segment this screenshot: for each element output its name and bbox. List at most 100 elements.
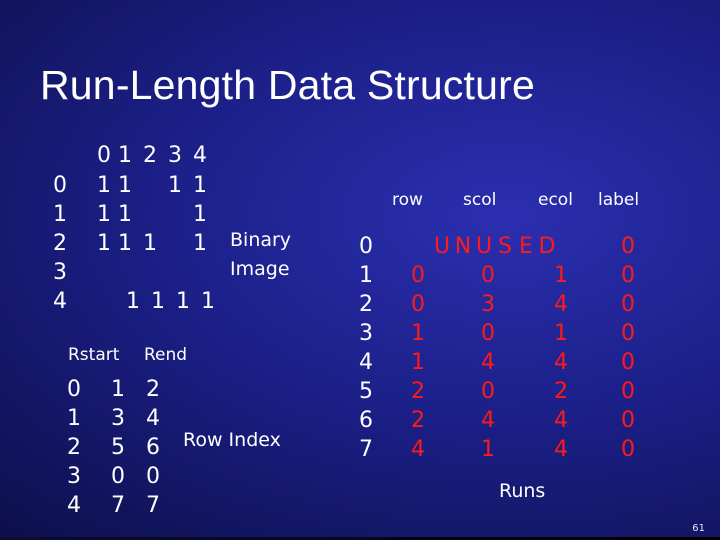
runs-label-value: 0 <box>621 408 635 433</box>
runs-index: 6 <box>359 408 373 433</box>
grid-cell: 1 <box>201 289 215 314</box>
runs-scol-value: 0 <box>481 379 495 404</box>
rend-value: 2 <box>146 377 160 402</box>
grid-col-header: 1 <box>118 143 132 168</box>
binary-image-label-line1: Binary <box>230 229 292 251</box>
unused-letter: D <box>538 234 556 259</box>
row-index-label: Row Index <box>183 429 281 451</box>
rstart-value: 7 <box>111 493 125 518</box>
rstart-value: 0 <box>111 464 125 489</box>
runs-ecol-value: 4 <box>554 350 568 375</box>
grid-cell: 1 <box>126 289 140 314</box>
grid-cell: 1 <box>176 289 190 314</box>
grid-row-header: 3 <box>53 260 67 285</box>
runs-index: 3 <box>359 321 373 346</box>
runs-scol-value: 0 <box>481 321 495 346</box>
runs-label-value: 0 <box>621 437 635 462</box>
runs-row-value: 2 <box>411 408 425 433</box>
runs-scol-value: 4 <box>481 408 495 433</box>
grid-cell: 1 <box>151 289 165 314</box>
grid-cell: 1 <box>193 173 207 198</box>
grid-cell: 1 <box>118 202 132 227</box>
unused-letter: U <box>433 234 451 259</box>
runs-scol-value: 1 <box>481 437 495 462</box>
rend-value: 4 <box>146 406 160 431</box>
unused-letter: N <box>454 234 472 259</box>
runs-ecol-value: 4 <box>554 408 568 433</box>
runs-index: 5 <box>359 379 373 404</box>
binary-image-label-line2: Image <box>230 258 290 280</box>
grid-row-header: 2 <box>53 231 67 256</box>
runs-label-value: 0 <box>621 350 635 375</box>
rstart-value: 1 <box>111 377 125 402</box>
runs-row-value: 0 <box>411 263 425 288</box>
runs-ecol-value: 1 <box>554 263 568 288</box>
runs-index: 0 <box>359 234 373 259</box>
grid-cell: 1 <box>97 231 111 256</box>
runs-ecol-value: 1 <box>554 321 568 346</box>
unused-letter: U <box>475 234 493 259</box>
rend-header: Rend <box>144 345 188 365</box>
grid-row-header: 4 <box>53 289 67 314</box>
runs-ecol-value: 2 <box>554 379 568 404</box>
grid-col-header: 0 <box>97 143 111 168</box>
rend-value: 7 <box>146 493 160 518</box>
runs-label-value: 0 <box>621 379 635 404</box>
rstart-header: Rstart <box>68 345 120 365</box>
rend-value: 0 <box>146 464 160 489</box>
grid-row-header: 0 <box>53 173 67 198</box>
runs-index: 7 <box>359 437 373 462</box>
runs-row-value: 1 <box>411 350 425 375</box>
grid-col-header: 2 <box>143 143 157 168</box>
runs-row-value: 1 <box>411 321 425 346</box>
grid-cell: 1 <box>193 202 207 227</box>
footer-line <box>0 537 720 540</box>
runs-header-row: row <box>392 190 423 210</box>
runs-ecol-value: 4 <box>554 292 568 317</box>
binary-image-label: Binary Image <box>230 226 291 284</box>
grid-row-header: 1 <box>53 202 67 227</box>
runs-ecol-value: 4 <box>554 437 568 462</box>
runs-scol-value: 3 <box>481 292 495 317</box>
grid-cell: 1 <box>97 173 111 198</box>
row-index-number: 2 <box>67 435 81 460</box>
runs-label-value: 0 <box>621 321 635 346</box>
grid-cell: 1 <box>168 173 182 198</box>
rstart-value: 3 <box>111 406 125 431</box>
runs-scol-value: 4 <box>481 350 495 375</box>
row-index-number: 1 <box>67 406 81 431</box>
unused-letter: S <box>498 234 512 259</box>
runs-label-value: 0 <box>621 263 635 288</box>
runs-header-ecol: ecol <box>538 190 573 210</box>
runs-index: 1 <box>359 263 373 288</box>
runs-header-scol: scol <box>463 190 497 210</box>
runs-label-value: 0 <box>621 292 635 317</box>
runs-caption: Runs <box>499 480 546 502</box>
page-title: Run-Length Data Structure <box>40 62 535 108</box>
runs-row-value: 0 <box>411 292 425 317</box>
grid-col-header: 4 <box>193 143 207 168</box>
grid-col-header: 3 <box>168 143 182 168</box>
row-index-number: 0 <box>67 377 81 402</box>
runs-index: 2 <box>359 292 373 317</box>
grid-cell: 1 <box>118 231 132 256</box>
grid-cell: 1 <box>143 231 157 256</box>
runs-row-value: 2 <box>411 379 425 404</box>
grid-cell: 1 <box>118 173 132 198</box>
grid-cell: 1 <box>97 202 111 227</box>
runs-row-value: 4 <box>411 437 425 462</box>
slide-number: 61 <box>692 523 705 534</box>
grid-cell: 1 <box>193 231 207 256</box>
runs-header-label: label <box>598 190 640 210</box>
row-index-number: 3 <box>67 464 81 489</box>
runs-scol-value: 0 <box>481 263 495 288</box>
unused-letter: E <box>519 234 533 259</box>
row-index-number: 4 <box>67 493 81 518</box>
rstart-value: 5 <box>111 435 125 460</box>
runs-label-value: 0 <box>621 234 635 259</box>
runs-index: 4 <box>359 350 373 375</box>
